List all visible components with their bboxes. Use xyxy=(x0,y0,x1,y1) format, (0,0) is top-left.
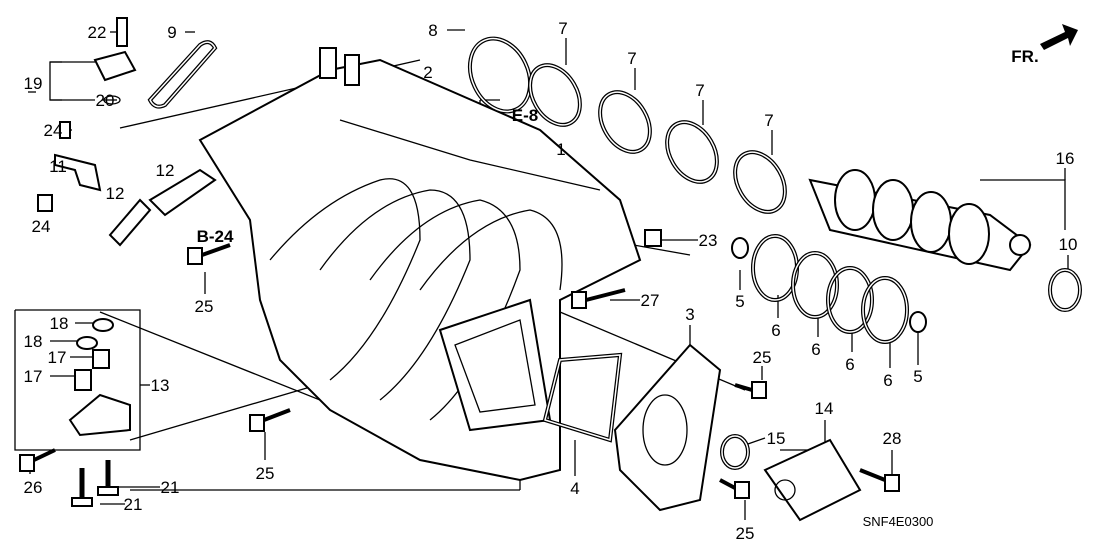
part-number-label: 6 xyxy=(811,340,820,359)
bracket-11 xyxy=(37,121,102,212)
intake-manifold xyxy=(198,47,642,482)
part-number-label: 10 xyxy=(1059,235,1078,254)
part-number-label: 25 xyxy=(753,348,772,367)
part-number-label: 7 xyxy=(558,19,567,38)
connector-14 xyxy=(763,438,862,522)
part-number-label: 12 xyxy=(106,184,125,203)
map-sensor xyxy=(93,17,137,105)
part-number-label: 3 xyxy=(685,305,694,324)
part-number-label: 24 xyxy=(44,121,63,140)
imrc-valve-assembly xyxy=(808,169,1032,272)
part-number-label: 17 xyxy=(24,367,43,386)
part-number-label: 5 xyxy=(735,292,744,311)
part-number-label: 21 xyxy=(161,478,180,497)
part-number-label: 19 xyxy=(24,74,43,93)
reference-label-e8: E-8 xyxy=(512,106,538,125)
gasket-4 xyxy=(542,352,623,443)
part-number-label: 26 xyxy=(24,478,43,497)
o-ring-10 xyxy=(1048,268,1082,312)
part-number-label: 7 xyxy=(764,111,773,130)
part-number-label: 28 xyxy=(883,429,902,448)
part-number-label: 1 xyxy=(556,140,565,159)
port-gaskets xyxy=(467,36,787,214)
diagram-code: SNF4E0300 xyxy=(863,514,934,529)
part-number-label: 8 xyxy=(428,21,437,40)
part-number-label: 21 xyxy=(124,495,143,514)
mount-kit xyxy=(68,318,131,437)
part-number-label: 7 xyxy=(627,49,636,68)
reference-label-b24: B-24 xyxy=(197,227,234,246)
part-number-label: 25 xyxy=(736,524,755,543)
o-ring-15 xyxy=(720,434,750,470)
throttle-spacer-3 xyxy=(613,343,722,512)
part-number-label: 2 xyxy=(423,63,432,82)
part-number-label: 24 xyxy=(32,217,51,236)
part-number-label: 23 xyxy=(699,231,718,250)
brackets-12 xyxy=(108,168,217,247)
part-number-label: 6 xyxy=(845,355,854,374)
part-number-label: 14 xyxy=(815,399,834,418)
part-number-label: 17 xyxy=(48,348,67,367)
part-number-label: 22 xyxy=(88,23,107,42)
part-number-label: 12 xyxy=(156,161,175,180)
part-number-label: 25 xyxy=(256,464,275,483)
part-number-label: 13 xyxy=(151,376,170,395)
part-number-label: 11 xyxy=(49,157,67,176)
part-number-label: 5 xyxy=(913,367,922,386)
o-ring-9 xyxy=(147,40,218,109)
part-number-label: 25 xyxy=(195,297,214,316)
front-arrow-icon xyxy=(1040,24,1078,50)
part-number-label: 18 xyxy=(24,332,43,351)
o-rings-6 xyxy=(751,234,909,344)
part-number-label: 18 xyxy=(50,314,69,333)
part-number-label: 20 xyxy=(96,91,115,110)
bushings-5 xyxy=(731,237,927,333)
part-number-label: 27 xyxy=(641,291,660,310)
part-number-label: 9 xyxy=(167,23,176,42)
part-number-label: 16 xyxy=(1056,149,1075,168)
part-number-label: 15 xyxy=(767,429,786,448)
front-direction-label: FR. xyxy=(1011,47,1038,66)
part-number-label: 6 xyxy=(883,371,892,390)
part-number-label: 4 xyxy=(570,479,579,498)
part-number-label: 7 xyxy=(695,81,704,100)
bolts xyxy=(19,229,900,507)
part-number-label: 6 xyxy=(771,321,780,340)
